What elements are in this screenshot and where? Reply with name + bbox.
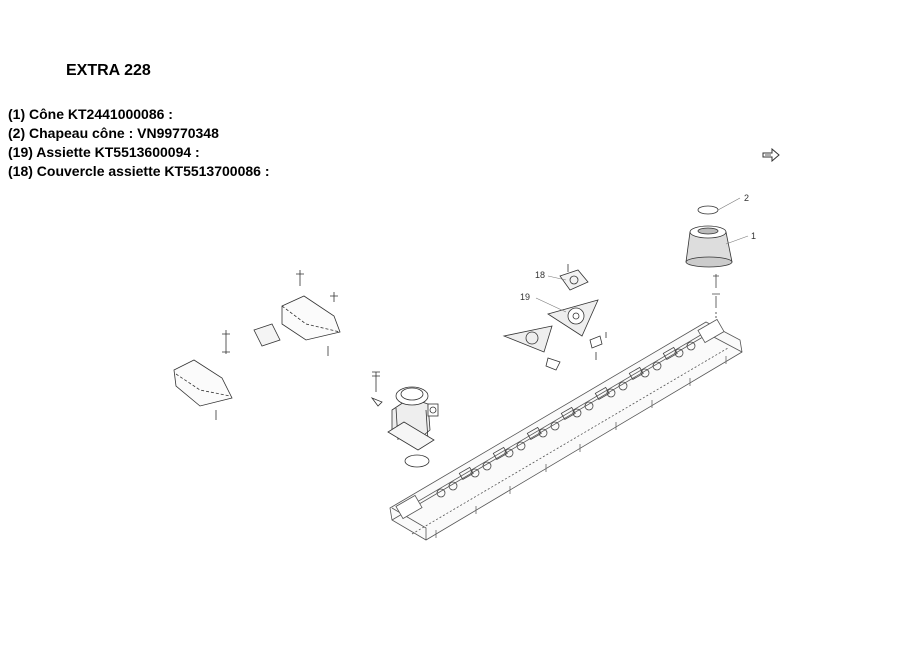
callout-2: 2 xyxy=(744,193,749,203)
bar-discs xyxy=(436,341,696,498)
arrow-right-icon[interactable] xyxy=(762,148,780,162)
disc-assembly xyxy=(502,264,607,371)
page-title: EXTRA 228 xyxy=(66,62,151,79)
callout-19: 19 xyxy=(520,292,530,302)
part-line-couvercle-assiette: (18) Couvercle assiette KT5513700086 : xyxy=(8,163,270,179)
gearbox xyxy=(370,371,439,468)
parts-list: (1) Cône KT2441000086 : (2) Chapeau cône… xyxy=(8,105,269,181)
guard-shields xyxy=(173,270,341,420)
cutter-bar xyxy=(389,318,743,541)
callout-1: 1 xyxy=(751,231,756,241)
cone-part xyxy=(685,205,733,318)
part-line-assiette: (19) Assiette KT5513600094 : xyxy=(8,144,200,160)
callout-leaders xyxy=(535,197,749,313)
part-line-chapeau-cone: (2) Chapeau cône : VN99770348 xyxy=(8,125,219,141)
part-line-cone: (1) Cône KT2441000086 : xyxy=(8,106,173,122)
bar-bolts xyxy=(435,356,727,538)
callout-18: 18 xyxy=(535,270,545,280)
